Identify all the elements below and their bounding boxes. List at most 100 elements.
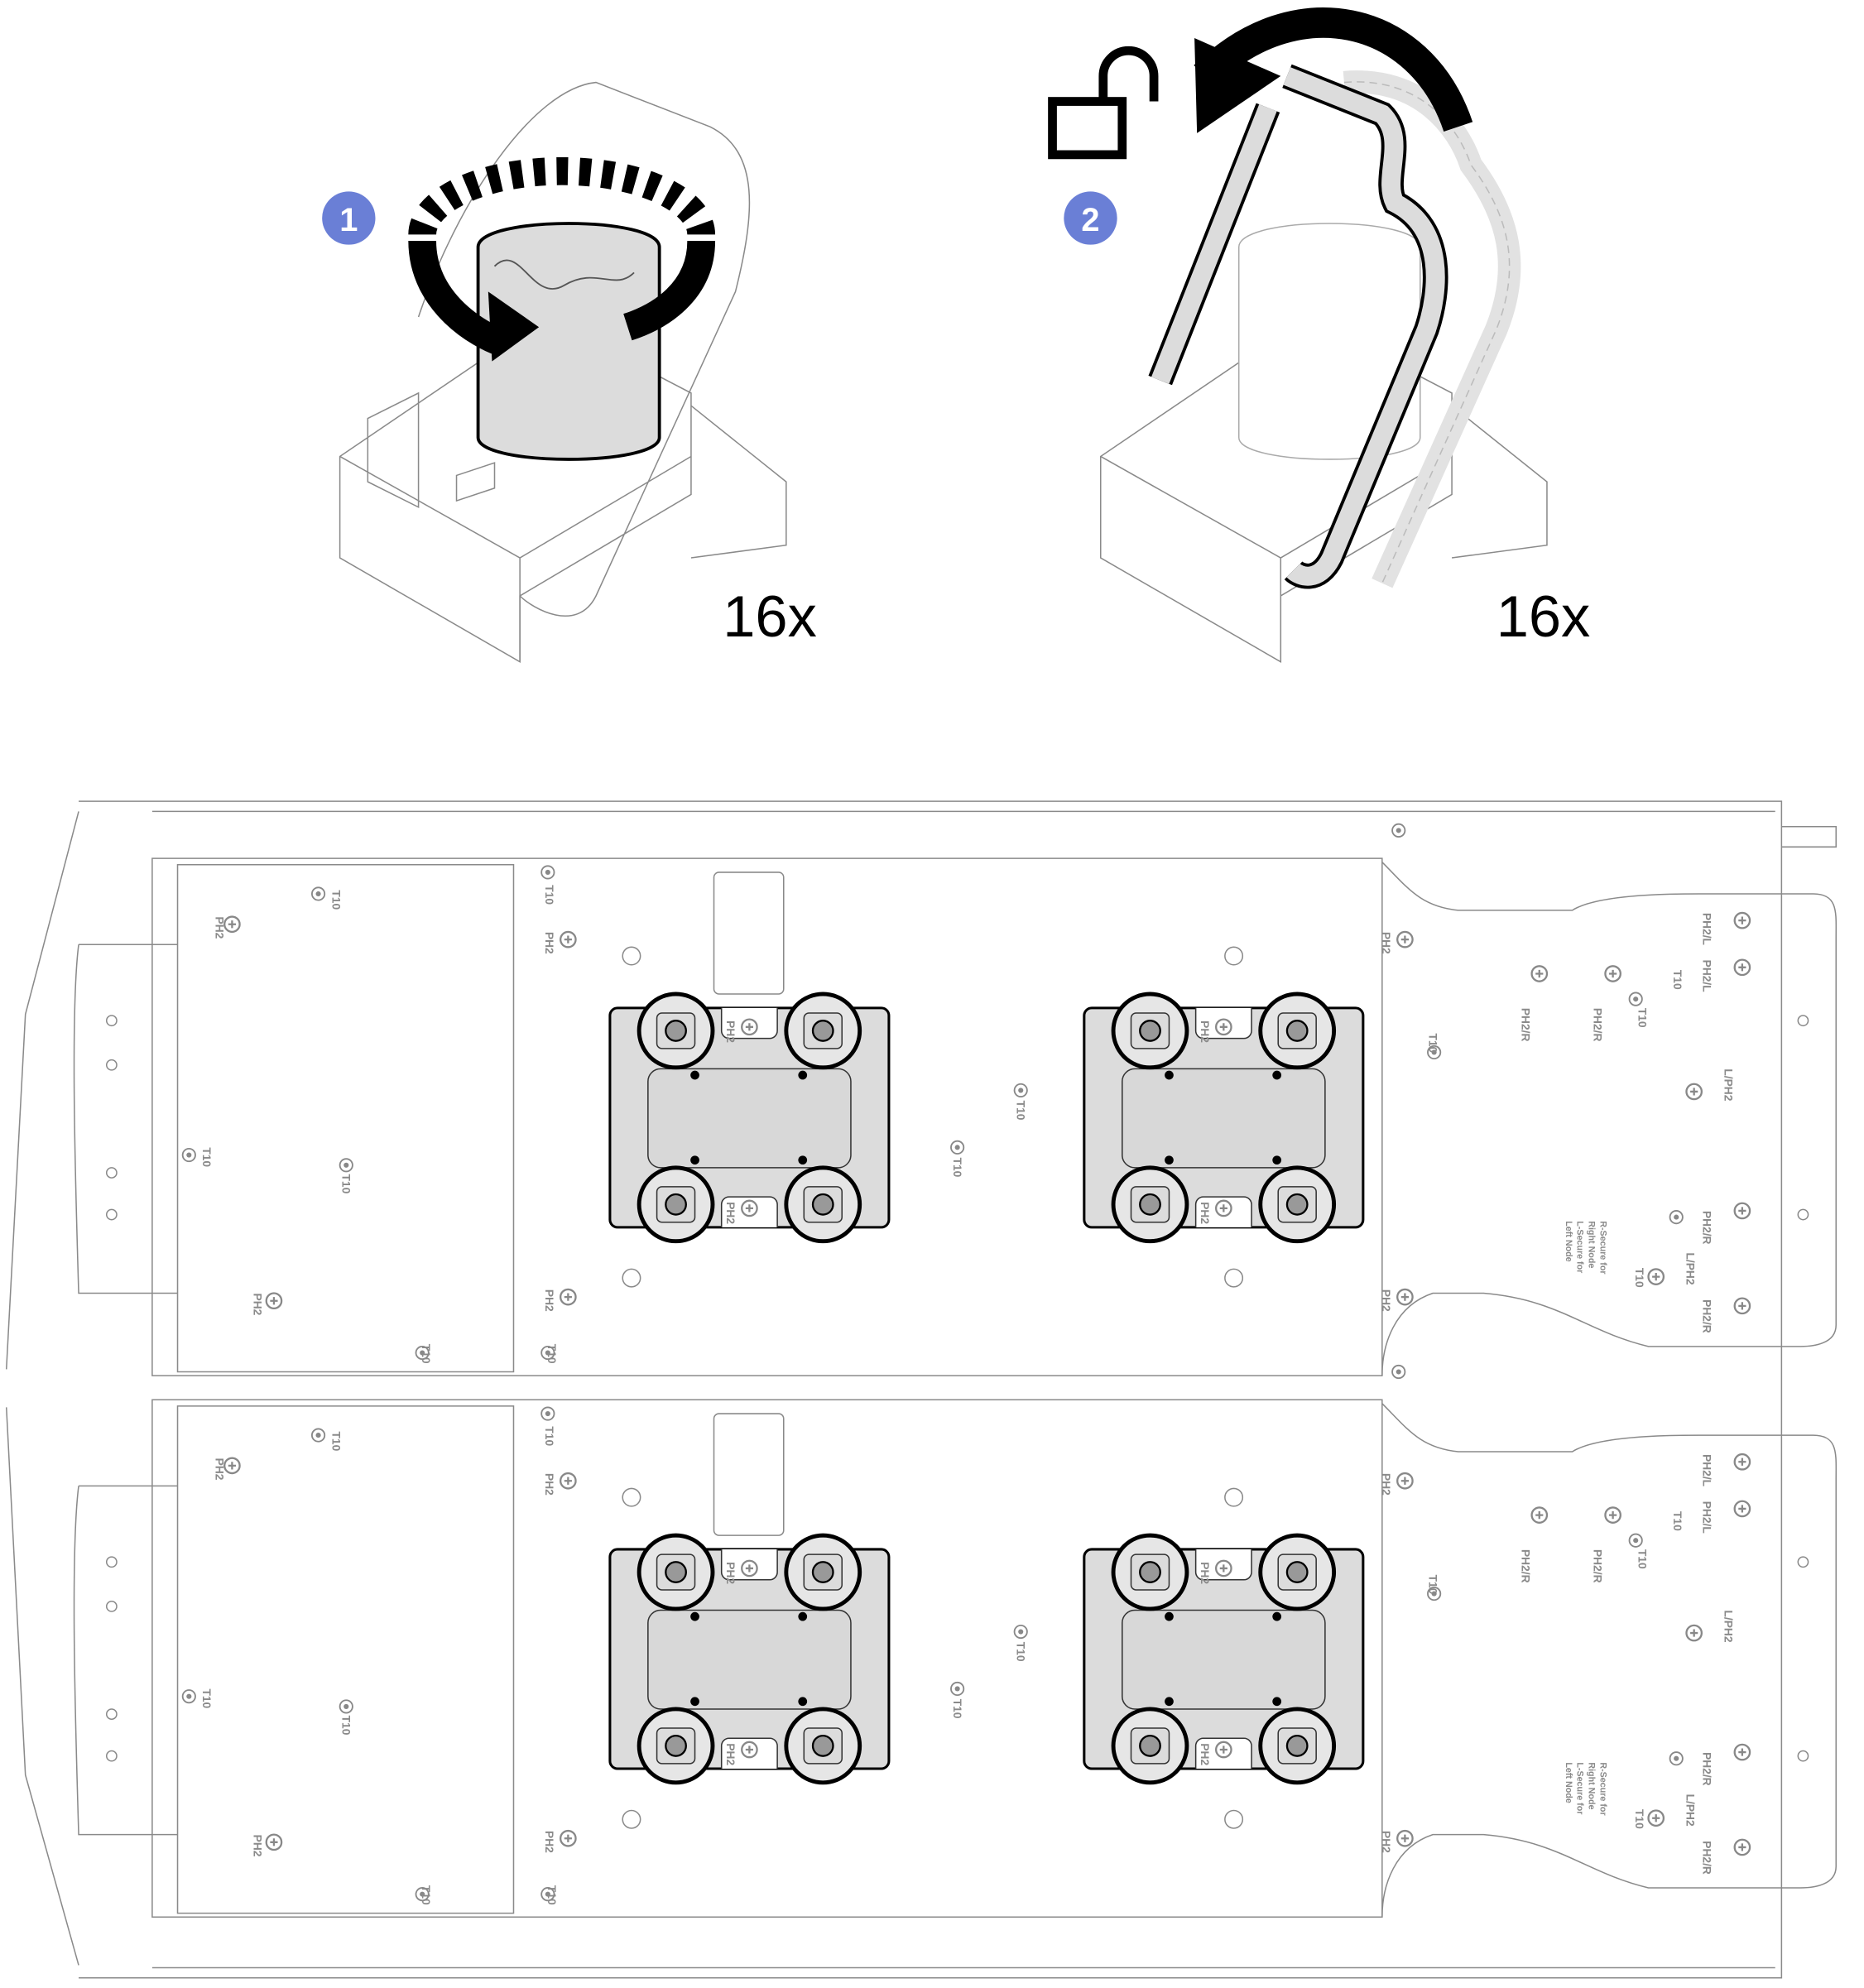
handle-outline <box>417 81 751 617</box>
ph2-label: PH2 <box>1380 1289 1392 1312</box>
screw-icon <box>741 1559 758 1577</box>
tray-outline <box>79 800 1783 1979</box>
torx-center <box>1431 1591 1437 1597</box>
t10-label: T10 <box>420 1885 432 1905</box>
rail-hole <box>1797 1015 1809 1027</box>
torx-center <box>1018 1629 1024 1635</box>
torx-screw-icon <box>950 1681 965 1697</box>
torx-center <box>186 1152 192 1158</box>
screw-cross <box>1652 1273 1660 1281</box>
ph2-label: PH2 <box>213 1458 225 1481</box>
rail-hole <box>105 1750 118 1762</box>
t10-label: T10 <box>1636 1008 1648 1028</box>
screw-icon <box>1733 1838 1751 1856</box>
torx-screw-icon <box>540 1406 555 1421</box>
torx-center <box>1396 1369 1401 1375</box>
connector-edges <box>339 455 692 662</box>
left-panel <box>176 1405 515 1914</box>
mount-hole <box>622 1268 641 1288</box>
screw-icon <box>1396 930 1414 948</box>
t10-label: T10 <box>1671 970 1684 990</box>
left-bracket <box>73 944 178 1294</box>
screw-icon <box>1733 1500 1751 1518</box>
ph2-label: PH2 <box>724 1020 737 1043</box>
screw-icon <box>1647 1809 1665 1827</box>
step-1-illustration: 1 16x <box>322 81 817 663</box>
alignment-pin <box>1272 1697 1282 1707</box>
t10-label: T10 <box>1427 1575 1439 1595</box>
torx-screw-icon <box>540 1887 555 1902</box>
screw-icon <box>1733 1297 1751 1315</box>
torx-screw-icon <box>811 1020 834 1042</box>
mount-hole <box>1224 1809 1244 1829</box>
rotation-arrowhead <box>488 291 540 362</box>
screw-cross <box>228 920 236 929</box>
cold-plate-notch <box>720 1549 778 1769</box>
t10-label: T10 <box>543 1426 555 1446</box>
l-ph2-label: L/PH2 <box>1684 1794 1696 1827</box>
torx-screw-icon <box>181 1689 196 1704</box>
step-2-number: 2 <box>1081 202 1099 238</box>
alignment-pin <box>1165 1155 1174 1165</box>
screw-cross <box>1738 963 1746 972</box>
screw-icon <box>1685 1624 1703 1642</box>
ph2-label: PH2 <box>1380 1473 1392 1496</box>
l-ph2-label: L/PH2 <box>1684 1253 1696 1285</box>
rail-hole <box>105 1208 118 1221</box>
screw-cross <box>1738 1843 1746 1851</box>
screw-cross <box>1738 1748 1746 1756</box>
screw-cross <box>564 1477 572 1485</box>
label-area <box>713 1413 785 1536</box>
torx-screw-icon <box>1285 1735 1309 1757</box>
ph2-label: PH2 <box>1199 1562 1211 1584</box>
alignment-pin <box>690 1155 699 1165</box>
alignment-pin <box>798 1070 808 1080</box>
torx-screw-icon <box>811 1561 834 1583</box>
mount-hole <box>622 1487 641 1507</box>
ph2-r-label: PH2/R <box>1700 1299 1713 1333</box>
torx-screw-icon <box>665 1561 687 1583</box>
torx-center <box>1018 1088 1024 1093</box>
t10-label: T10 <box>329 890 342 910</box>
screw-cross <box>564 1834 572 1842</box>
t10-label: T10 <box>340 1174 353 1194</box>
screw-cross <box>1609 1511 1617 1520</box>
compute-tray <box>5 800 1838 1979</box>
alignment-pin <box>690 1070 699 1080</box>
torx-screw-icon <box>665 1193 687 1216</box>
step-1-badge <box>322 191 376 245</box>
mount-hole <box>1224 1487 1244 1507</box>
tray-left-edge <box>5 811 79 1966</box>
screw-icon <box>1733 1743 1751 1761</box>
screw-icon <box>1685 1083 1703 1101</box>
secure-note-line: L-Secure for <box>1575 1762 1585 1815</box>
ph2-label: PH2 <box>213 917 225 939</box>
torx-center <box>1396 828 1401 833</box>
latch-side <box>690 405 787 559</box>
torx-center <box>1633 1538 1639 1544</box>
mount-hole <box>622 1809 641 1829</box>
torx-center <box>545 1350 550 1356</box>
secure-note-line: R-Secure for <box>1597 1221 1607 1275</box>
torx-screw-icon <box>540 865 555 880</box>
screw-cross <box>745 1746 754 1754</box>
rotation-arrow-back <box>408 156 716 236</box>
screw-icon <box>265 1833 283 1851</box>
torx-screw-icon <box>310 1428 326 1443</box>
torx-screw-icon <box>1139 1193 1161 1216</box>
alignment-pin <box>1272 1611 1282 1621</box>
t10-label: T10 <box>200 1147 213 1167</box>
step-2-illustration: 2 16x <box>1048 7 1590 663</box>
mount-hole <box>1224 1268 1244 1288</box>
torx-screw-icon <box>181 1147 196 1163</box>
cylinder-top-detail <box>493 259 635 290</box>
torx-center <box>315 1433 321 1438</box>
ph2-label: PH2 <box>543 1289 555 1312</box>
ph2-label: PH2 <box>1199 1202 1211 1224</box>
screw-icon <box>741 1741 758 1759</box>
torx-screw-icon <box>1139 1561 1161 1583</box>
